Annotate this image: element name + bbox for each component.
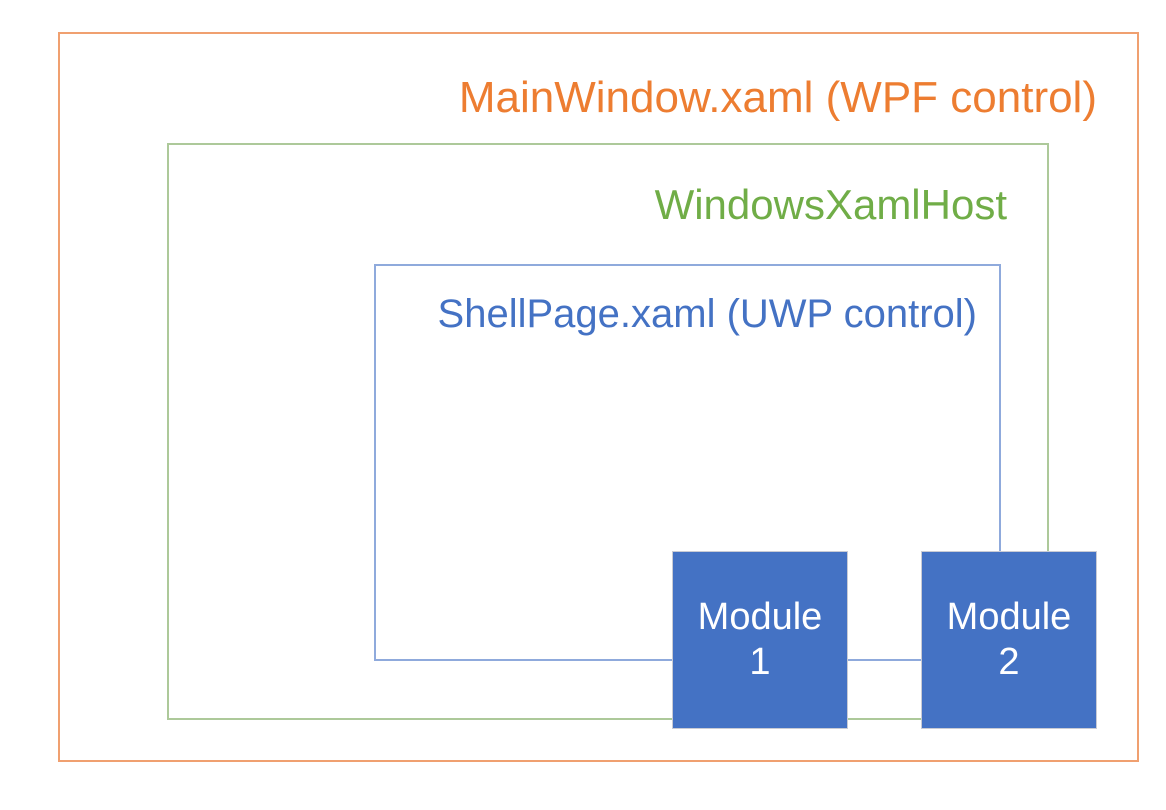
wpf-layer-rectangle: MainWindow.xaml (WPF control) WindowsXam… xyxy=(58,32,1139,762)
module-box-1-name: Module xyxy=(697,596,823,639)
modules-row: Module 1 Module 2 xyxy=(672,551,1097,729)
xamlhost-layer-rectangle: WindowsXamlHost ShellPage.xaml (UWP cont… xyxy=(167,143,1097,729)
module-box-1-index: 1 xyxy=(749,641,771,683)
module-box-2: Module 2 xyxy=(921,551,1097,729)
module-box-2-index: 2 xyxy=(998,641,1020,683)
uwp-layer-label: ShellPage.xaml (UWP control) xyxy=(437,292,977,336)
xamlhost-layer-label: WindowsXamlHost xyxy=(654,181,1007,228)
module-box-2-name: Module xyxy=(946,596,1072,639)
uwp-layer-rectangle: ShellPage.xaml (UWP control) Module 1 Mo… xyxy=(374,264,1097,729)
module-box-1: Module 1 xyxy=(672,551,848,729)
wpf-layer-label: MainWindow.xaml (WPF control) xyxy=(458,73,1097,122)
